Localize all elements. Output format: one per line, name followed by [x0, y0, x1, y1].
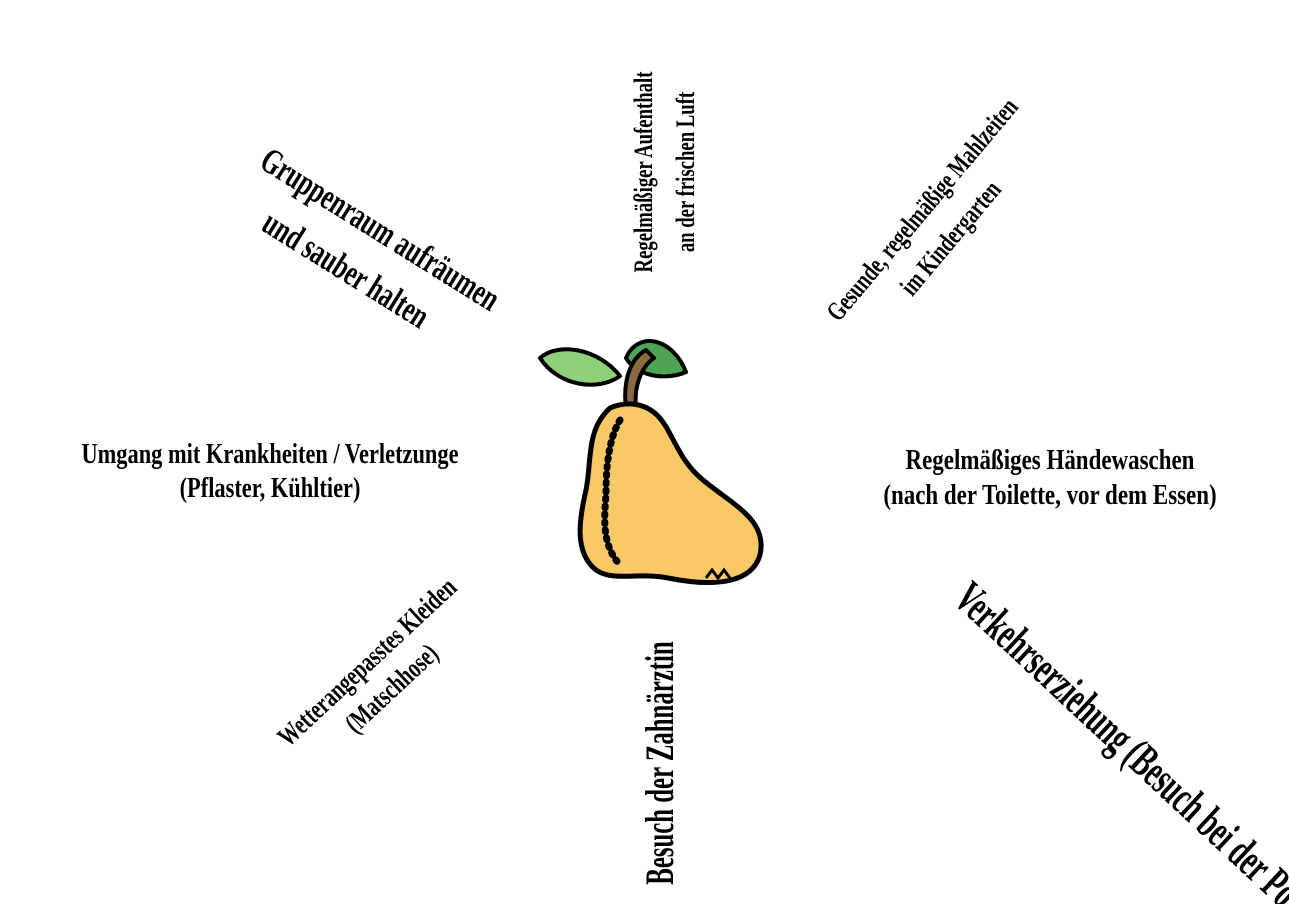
- label-group-room: Gruppenraum aufräumen und sauber halten: [223, 134, 508, 359]
- label-healthy-meals: Gesunde, regelmäßige Mahlzeiten im Kinde…: [816, 92, 1053, 355]
- label-dentist-line1: Besuch der Zahnärztin: [637, 641, 682, 885]
- label-traffic-line1: Verkehrserziehung (Besuch bei der Polize…: [944, 571, 1289, 904]
- label-handwashing-line2: (nach der Toilette, vor dem Essen): [883, 480, 1217, 511]
- label-handwashing-line1: Regelmäßiges Händewaschen: [905, 445, 1195, 476]
- pear-shading: [601, 416, 624, 569]
- label-fresh-air-line2: an der frischen Luft: [671, 91, 700, 253]
- label-handwashing: Regelmäßiges Händewaschen (nach der Toil…: [837, 443, 1263, 513]
- label-clothing-line1: Wetterangepasstes Kleiden: [271, 571, 463, 754]
- pear-leaf-front: [538, 347, 622, 387]
- label-clothing: Wetterangepasstes Kleiden (Matschhose): [253, 554, 507, 798]
- pear-icon: [538, 339, 764, 586]
- pear-blossom-end: [704, 567, 732, 581]
- label-illness-line1: Umgang mit Krankheiten / Verletzunge: [81, 439, 459, 470]
- label-illness: Umgang mit Krankheiten / Verletzunge (Pf…: [22, 438, 518, 506]
- label-traffic: Verkehrserziehung (Besuch bei der Polize…: [944, 572, 1289, 904]
- label-dentist: Besuch der Zahnärztin: [637, 608, 683, 904]
- label-illness-line2: (Pflaster, Kühltier): [179, 473, 361, 504]
- pear-body: [577, 401, 764, 586]
- pear-stem: [623, 348, 656, 410]
- label-fresh-air: Regelmäßiger Aufenthalt an der frischen …: [623, 57, 707, 287]
- label-fresh-air-line1: Regelmäßiger Aufenthalt: [629, 71, 658, 273]
